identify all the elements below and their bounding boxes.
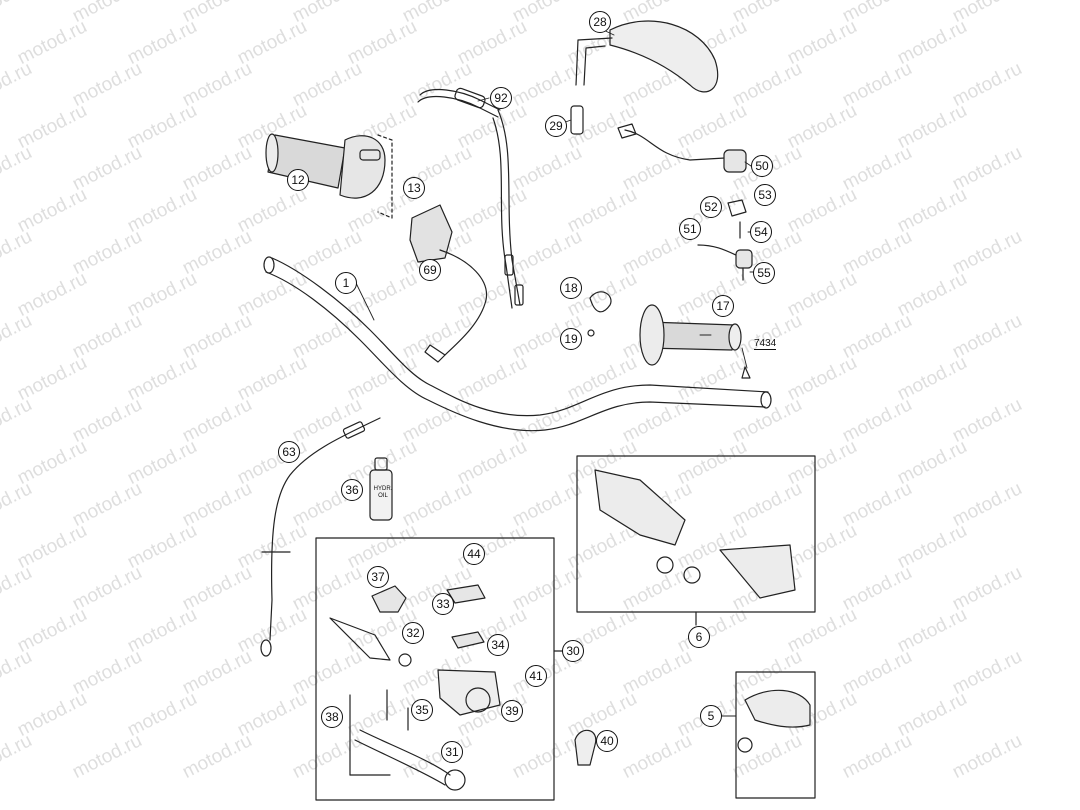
throttle-grip	[265, 133, 393, 219]
callout-12: 12	[287, 169, 309, 191]
throttle-cables	[417, 87, 524, 309]
callout-17: 17	[712, 295, 734, 317]
callout-6: 6	[688, 626, 710, 648]
callout-55: 55	[753, 262, 775, 284]
callout-53: 53	[754, 184, 776, 206]
oil-bottle	[369, 457, 393, 521]
handguard-kit-box	[735, 671, 816, 799]
callout-18: 18	[560, 277, 582, 299]
callout-44: 44	[463, 543, 485, 565]
callout-30: 30	[562, 640, 584, 662]
callout-40: 40	[596, 730, 618, 752]
callout-36: 36	[341, 479, 363, 501]
master-cylinder-box	[315, 537, 566, 801]
callout-13: 13	[403, 177, 425, 199]
kill-switch	[617, 123, 753, 281]
callout-35: 35	[411, 699, 433, 721]
handlebar	[263, 256, 772, 432]
callout-31: 31	[441, 741, 463, 763]
part-tag-7434: 7434	[754, 338, 777, 350]
callout-34: 34	[487, 634, 509, 656]
callout-41: 41	[525, 665, 547, 687]
callout-5: 5	[700, 705, 722, 727]
callout-38: 38	[321, 706, 343, 728]
callout-50: 50	[751, 155, 773, 177]
callout-92: 92	[490, 87, 512, 109]
bottle-label: HYDR. OIL	[373, 486, 393, 499]
callout-32: 32	[402, 622, 424, 644]
clutch-cable	[260, 417, 381, 657]
mirror	[570, 20, 719, 135]
callout-28: 28	[589, 11, 611, 33]
callout-51: 51	[679, 218, 701, 240]
callout-37: 37	[367, 566, 389, 588]
callout-33: 33	[432, 593, 454, 615]
clamp	[574, 729, 597, 766]
switch-housing	[409, 204, 488, 363]
handguard-box	[576, 455, 816, 626]
callout-39: 39	[501, 700, 523, 722]
callout-19: 19	[560, 328, 582, 350]
right-grip	[587, 291, 751, 379]
callout-63: 63	[278, 441, 300, 463]
callout-29: 29	[545, 115, 567, 137]
callout-1: 1	[335, 272, 357, 294]
callout-52: 52	[700, 196, 722, 218]
callout-69: 69	[419, 259, 441, 281]
callout-54: 54	[750, 221, 772, 243]
